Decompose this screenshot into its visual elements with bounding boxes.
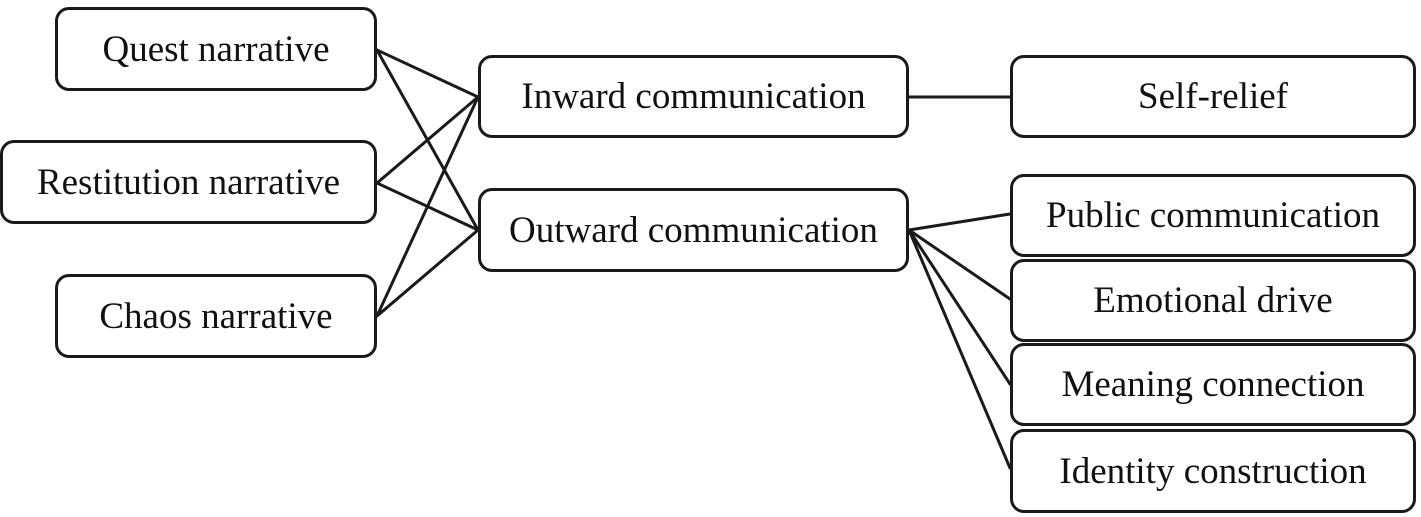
node-inward-communication: Inward communication [478, 55, 909, 138]
edge-outward-public [907, 212, 1012, 232]
node-restitution-narrative: Restitution narrative [0, 140, 377, 224]
edge-outward-meaning [907, 228, 1012, 386]
edge-outward-emotional [907, 228, 1012, 301]
node-self-relief: Self-relief [1010, 55, 1416, 138]
node-label: Emotional drive [1093, 280, 1333, 321]
edge-restitution-inward [375, 95, 480, 185]
node-public-communication: Public communication [1010, 174, 1416, 257]
node-label: Identity construction [1059, 450, 1367, 492]
edge-chaos-inward [375, 95, 480, 318]
node-label: Restitution narrative [36, 161, 341, 203]
node-label: Chaos narrative [99, 295, 333, 337]
node-label: Self-relief [1138, 76, 1288, 117]
node-label: Inward communication [521, 76, 866, 117]
node-identity-construction: Identity construction [1010, 429, 1416, 513]
node-outward-communication: Outward communication [478, 188, 909, 272]
node-label: Meaning connection [1061, 364, 1365, 405]
edge-outward-identity [907, 228, 1012, 470]
edge-chaos-outward [375, 228, 480, 318]
node-label: Quest narrative [102, 28, 330, 70]
node-chaos-narrative: Chaos narrative [55, 274, 377, 358]
node-quest-narrative: Quest narrative [55, 7, 377, 91]
node-emotional-drive: Emotional drive [1010, 259, 1416, 342]
node-label: Public communication [1046, 195, 1380, 236]
edge-quest-inward [375, 48, 480, 99]
node-label: Outward communication [509, 209, 878, 251]
node-meaning-connection: Meaning connection [1010, 343, 1416, 426]
